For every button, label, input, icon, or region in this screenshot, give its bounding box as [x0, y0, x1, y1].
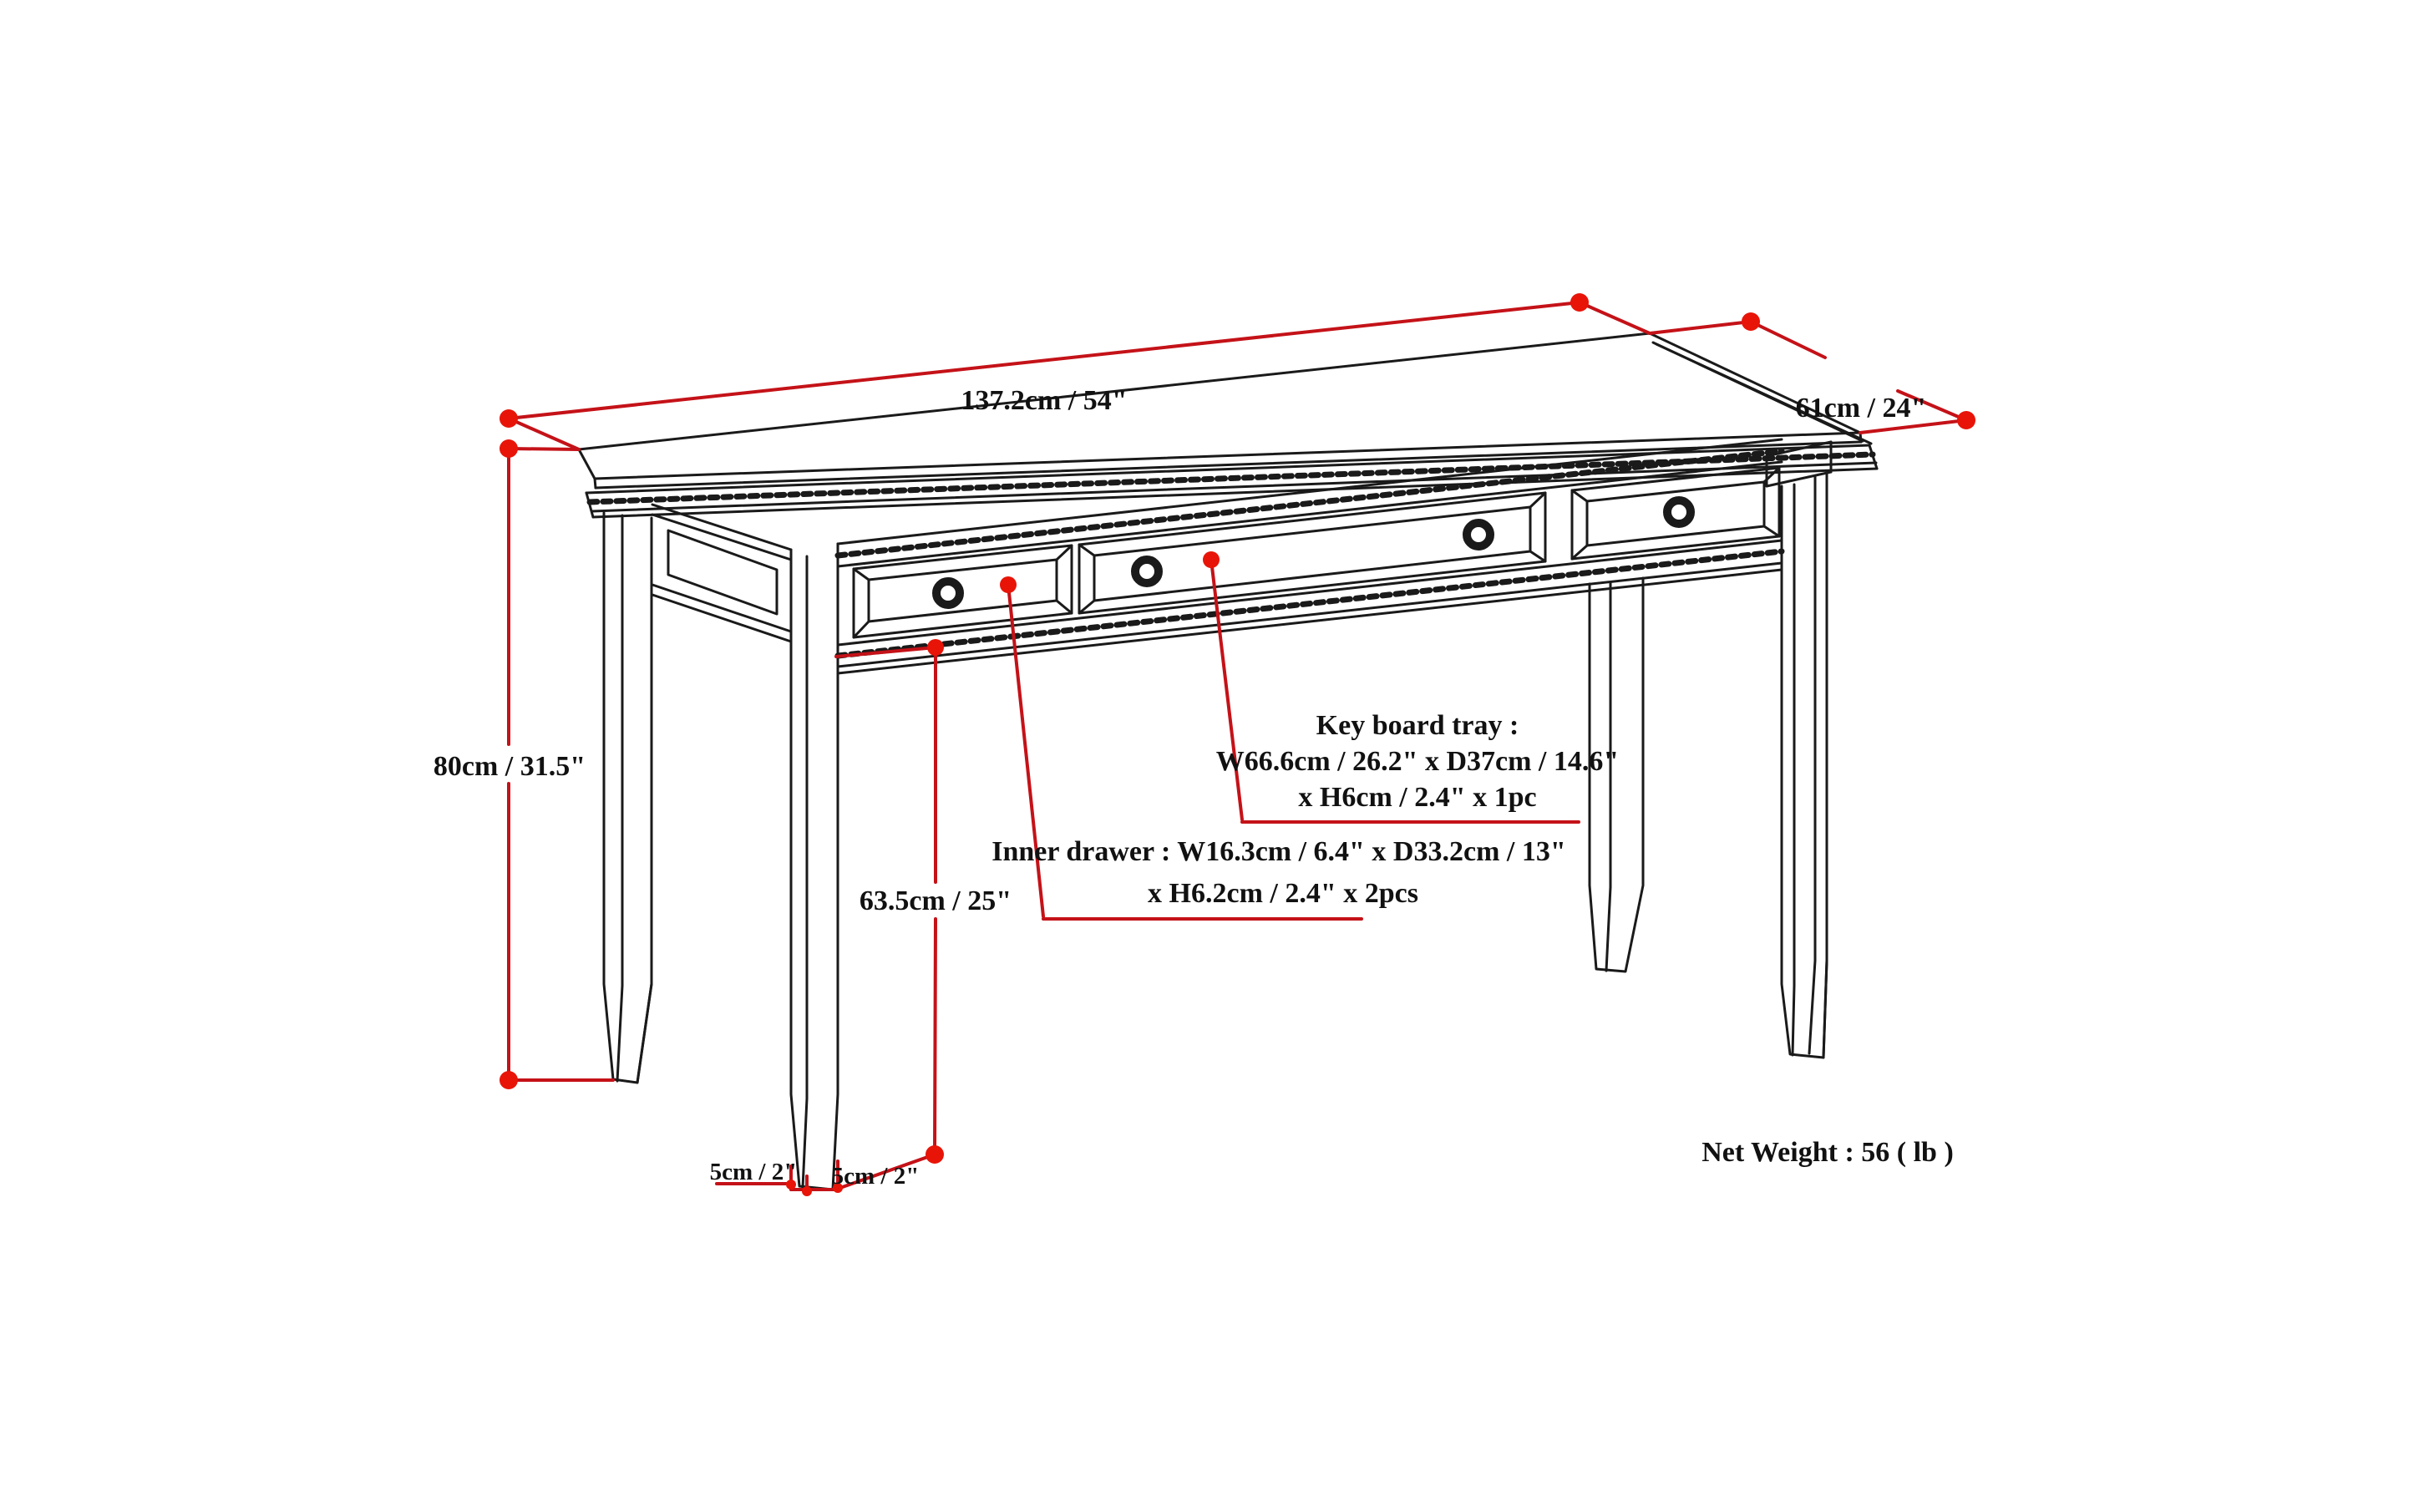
dim-depth-lines: [1648, 320, 1968, 434]
dimension-marker-dots: [500, 293, 1975, 1196]
left-side-panel: [667, 529, 778, 616]
label-net-weight: Net Weight : 56 ( lb ): [1701, 1137, 1954, 1168]
marker-dot: [786, 1180, 796, 1190]
label-width: 137.2cm / 54": [961, 385, 1127, 416]
dim-width-lines: [507, 301, 1651, 451]
front-apron: [834, 438, 1785, 675]
drawer-knob: [1663, 496, 1695, 528]
drawer-knob: [1131, 556, 1163, 587]
cornice-bead-row: [586, 451, 1876, 505]
desk-drawing: [577, 332, 1879, 1191]
callout-inner-drawer: Inner drawer : W16.3cm / 6.4" x D33.2cm …: [991, 836, 1565, 909]
label-height: 80cm / 31.5": [434, 751, 586, 782]
drawer-knob: [932, 577, 964, 609]
label-clearance: 63.5cm / 25": [860, 885, 1012, 916]
label-foot-front: 5cm / 2": [832, 1163, 920, 1190]
marker-dot: [1570, 293, 1589, 312]
marker-dot: [500, 439, 518, 458]
inner-drawer-line2: x H6.2cm / 2.4" x 2pcs: [1148, 878, 1418, 909]
label-depth: 61cm / 24": [1796, 393, 1927, 424]
left-side-apron: [651, 503, 793, 643]
leg-rear-left: [602, 511, 653, 1084]
keyboard-tray-line3: x H6cm / 2.4" x 1pc: [1298, 782, 1536, 813]
keyboard-tray-line2: W66.6cm / 26.2" x D37cm / 14.6": [1216, 746, 1620, 777]
apron-top-bead: [834, 448, 1785, 559]
marker-dot: [1000, 576, 1017, 593]
apron-bottom-bead: [834, 548, 1785, 659]
marker-dot: [802, 1186, 812, 1196]
drawer-right: [1570, 466, 1781, 561]
marker-dot: [1957, 411, 1975, 429]
marker-dot: [927, 639, 944, 656]
leader-inner-drawer: [1007, 583, 1363, 921]
leg-rear-right: [1588, 576, 1645, 973]
marker-dot: [500, 1071, 518, 1089]
marker-dot: [500, 409, 518, 428]
drawer-left: [852, 544, 1073, 639]
marker-dot: [1742, 312, 1760, 331]
dim-clearance-lines: [834, 646, 937, 1190]
dimension-graphics: [507, 301, 1968, 1194]
dim-height-lines: [507, 447, 615, 1082]
marker-dot: [833, 1183, 843, 1193]
leg-front-right: [1765, 440, 1833, 1059]
label-foot-side: 5cm / 2": [710, 1159, 798, 1185]
drawer-knob: [1463, 519, 1494, 551]
drawer-center-keyboard-tray: [1078, 491, 1547, 615]
marker-dot: [926, 1145, 944, 1164]
marker-dot: [1203, 551, 1220, 568]
callout-keyboard-tray: Key board tray : W66.6cm / 26.2" x D37cm…: [1216, 710, 1620, 813]
desk-top-surface: [577, 332, 1862, 480]
leader-keyboard-tray: [1210, 558, 1580, 824]
inner-drawer-line1: Inner drawer : W16.3cm / 6.4" x D33.2cm …: [991, 836, 1565, 867]
keyboard-tray-line1: Key board tray :: [1316, 710, 1519, 741]
desk-top-edge-band: [594, 440, 1863, 490]
leg-front-left: [789, 542, 839, 1191]
